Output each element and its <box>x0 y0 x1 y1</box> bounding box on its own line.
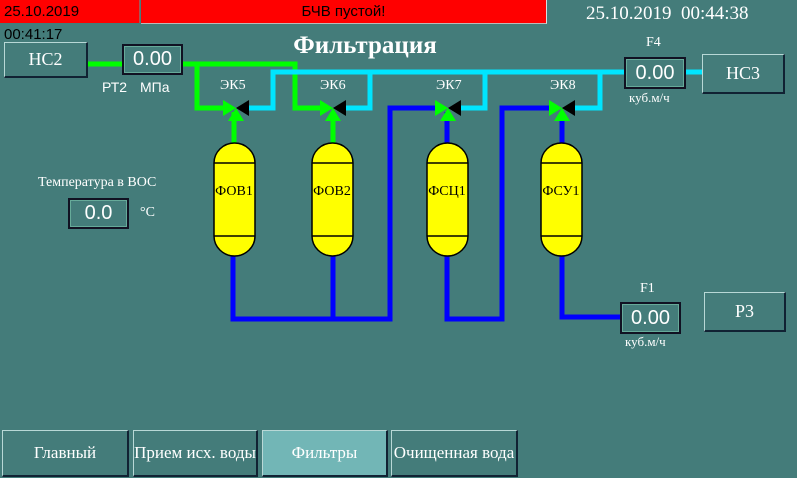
nav-clean-water[interactable]: Очищенная вода <box>391 430 518 477</box>
valve-label: ЭК7 <box>436 78 462 93</box>
f4-unit: куб.м/ч <box>629 90 670 105</box>
nc3-button[interactable]: НС3 <box>702 54 785 94</box>
filter-label: ФСУ1 <box>542 184 580 199</box>
temperature-value: 0.0 <box>68 198 129 229</box>
filter-tank[interactable] <box>311 142 354 257</box>
valve-icon[interactable] <box>320 100 346 121</box>
f1-tag: F1 <box>640 281 655 296</box>
pipe-green <box>87 61 336 143</box>
pt2-unit: МПа <box>140 79 170 95</box>
pt2-value: 0.00 <box>122 44 183 75</box>
valve-label: ЭК8 <box>550 78 576 93</box>
filter-label: ФОВ2 <box>313 184 351 199</box>
f4-value: 0.00 <box>624 57 686 89</box>
f1-value: 0.00 <box>620 302 681 334</box>
alarm-timestamp: 25.10.2019 00:41:17 <box>0 0 140 43</box>
f4-tag: F4 <box>646 35 661 50</box>
nav-main[interactable]: Главный <box>2 430 129 477</box>
nav-filters[interactable]: Фильтры <box>262 430 388 477</box>
nav-raw-water[interactable]: Прием исх. воды <box>133 430 258 477</box>
nc2-button[interactable]: НС2 <box>4 42 88 78</box>
pipe-cyan <box>243 69 702 111</box>
temperature-unit: °С <box>140 205 155 220</box>
filter-label: ФОВ1 <box>215 184 253 199</box>
page-title: Фильтрация <box>293 32 437 59</box>
temperature-label: Температура в ВОС <box>38 175 157 190</box>
clock: 25.10.2019 00:44:38 <box>586 3 749 24</box>
valve-icon[interactable] <box>223 100 249 121</box>
f1-unit: куб.м/ч <box>625 334 666 349</box>
valve-label: ЭК6 <box>320 78 346 93</box>
pt2-tag: РТ2 <box>102 79 128 95</box>
pipe-blue <box>230 105 620 322</box>
alarm-message[interactable]: БЧВ пустой! <box>141 0 547 24</box>
filter-tank[interactable] <box>540 142 583 257</box>
valve-icon[interactable] <box>549 100 575 121</box>
valve-icon[interactable] <box>435 100 461 121</box>
filter-label: ФСЦ1 <box>428 184 466 199</box>
p3-button[interactable]: Р3 <box>704 292 786 332</box>
filter-tank[interactable] <box>213 142 256 257</box>
filter-tank[interactable] <box>426 142 469 257</box>
valve-label: ЭК5 <box>220 78 246 93</box>
